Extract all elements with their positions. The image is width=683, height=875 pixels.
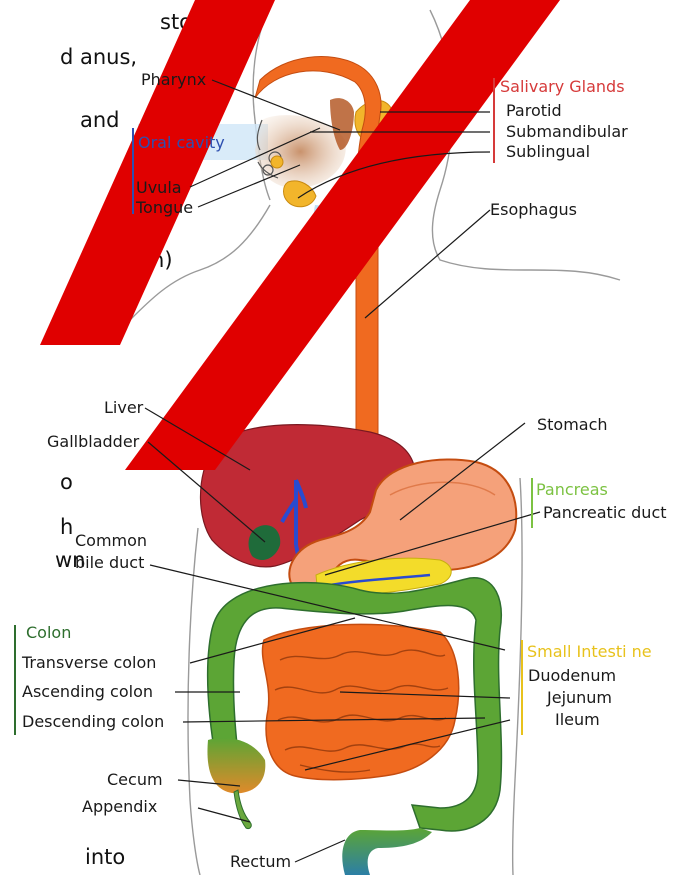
label-oral-cavity: Oral cavity (138, 133, 225, 152)
label-uvula: Uvula (136, 178, 182, 197)
label-liver: Liver (104, 398, 144, 417)
label-small-intestine: Small Intesti ne (527, 642, 652, 661)
label-salivary-glands: Salivary Glands (500, 77, 625, 96)
label-common: Common (75, 531, 147, 550)
label-bile-duct: bile duct (75, 553, 144, 572)
label-pancreas: Pancreas (536, 480, 608, 499)
label-tongue: Tongue (135, 198, 193, 217)
sublingual-gland (271, 156, 283, 168)
label-colon: Colon (26, 623, 71, 642)
label-esophagus: Esophagus (490, 200, 577, 219)
label-rectum: Rectum (230, 852, 291, 871)
label-stomach: Stomach (537, 415, 608, 434)
label-gallbladder: Gallbladder (47, 432, 140, 451)
label-parotid: Parotid (506, 101, 562, 120)
label-submandibular: Submandibular (506, 122, 628, 141)
label-pharynx: Pharynx (141, 70, 206, 89)
label-descending-colon: Descending colon (22, 712, 164, 731)
label-cecum: Cecum (107, 770, 163, 789)
label-appendix: Appendix (82, 797, 157, 816)
label-transverse-colon: Transverse colon (21, 653, 156, 672)
label-duodenum: Duodenum (528, 666, 616, 685)
label-ascending-colon: Ascending colon (22, 682, 153, 701)
label-pancreatic-duct: Pancreatic duct (543, 503, 667, 522)
appendix (234, 790, 251, 829)
rectum (342, 828, 432, 875)
label-ileum: Ileum (555, 710, 600, 729)
cecum (207, 738, 265, 793)
label-sublingual: Sublingual (506, 142, 590, 161)
label-jejunum: Jejunum (546, 688, 612, 707)
